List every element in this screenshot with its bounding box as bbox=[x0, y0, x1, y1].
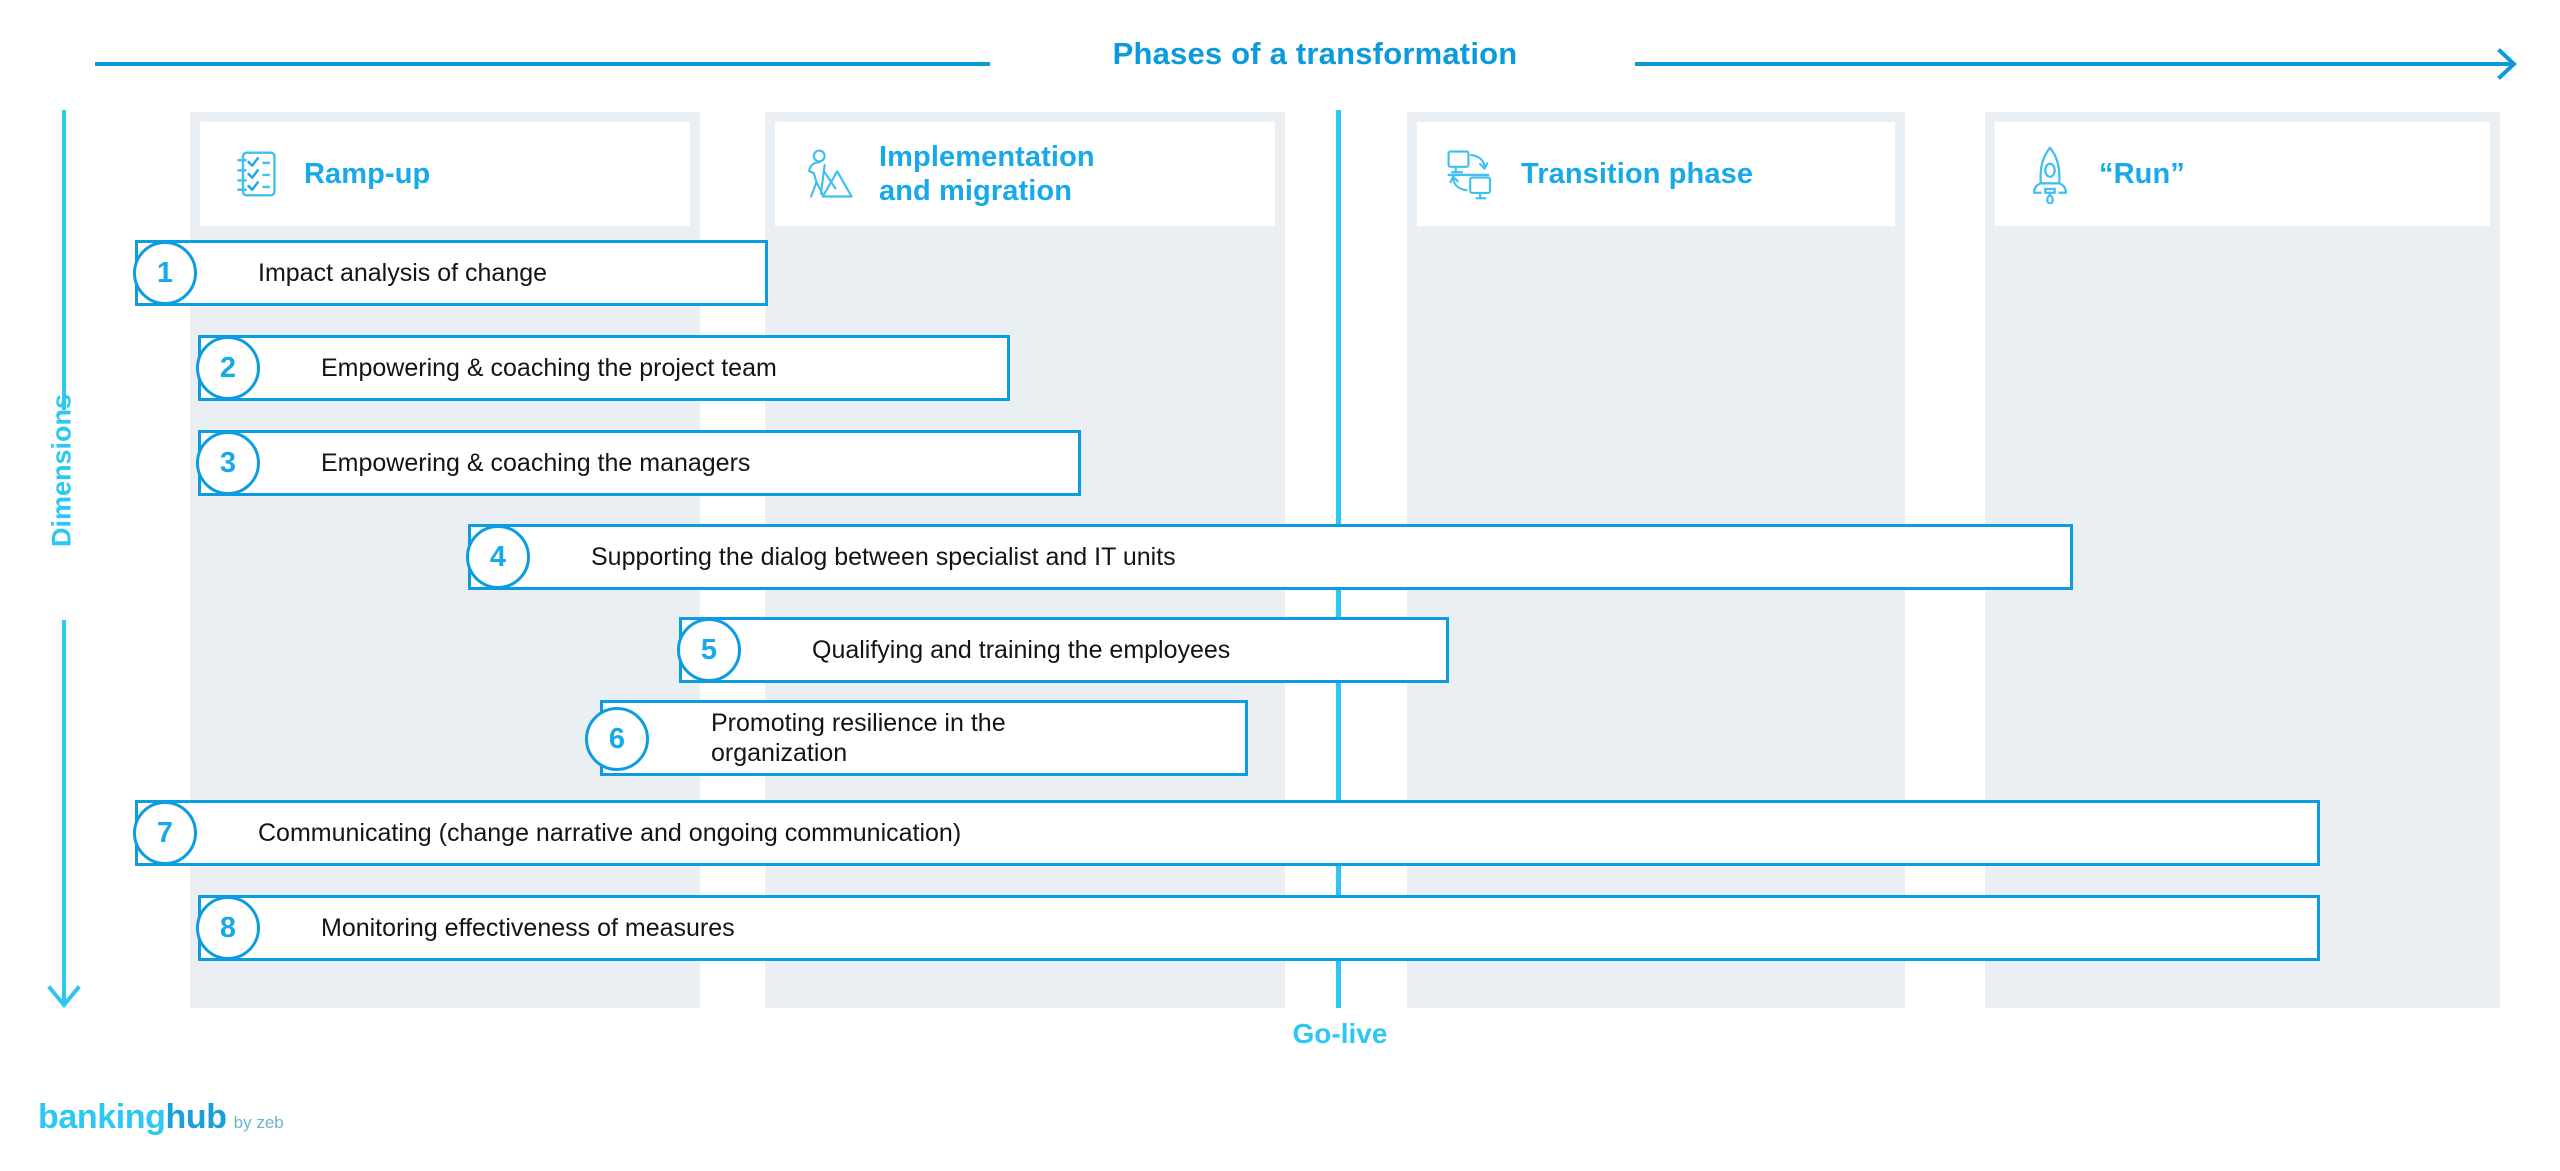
measure-text: Monitoring effectiveness of measures bbox=[321, 913, 735, 942]
dimension-axis-line-bottom bbox=[62, 620, 66, 980]
dimension-axis-line-top bbox=[62, 110, 66, 410]
measure-bar[interactable]: Impact analysis of change bbox=[135, 240, 768, 306]
phase-header-ramp-up[interactable]: Ramp-up bbox=[200, 122, 690, 226]
measure-bar[interactable]: Promoting resilience in the organization bbox=[600, 700, 1248, 776]
measure-text: Qualifying and training the employees bbox=[812, 635, 1231, 664]
arrow-right-icon bbox=[2480, 48, 2517, 80]
measure-text: Communicating (change narrative and ongo… bbox=[258, 818, 962, 847]
measure-text: Supporting the dialog between specialist… bbox=[591, 542, 1176, 571]
checklist-icon bbox=[228, 145, 282, 203]
arrow-down-icon bbox=[47, 960, 81, 1009]
measure-number-badge: 2 bbox=[196, 336, 260, 400]
measure-number-badge: 8 bbox=[196, 896, 260, 960]
logo-part-byzeb: by zeb bbox=[233, 1113, 284, 1132]
measure-text: Promoting resilience in the organization bbox=[711, 708, 1006, 768]
phase-header-transition[interactable]: Transition phase bbox=[1417, 122, 1895, 226]
measure-number-badge: 3 bbox=[196, 431, 260, 495]
diagram-title: Phases of a transformation bbox=[1112, 36, 1518, 71]
measure-bar[interactable]: Monitoring effectiveness of measures bbox=[198, 895, 2320, 961]
rocket-icon bbox=[2023, 145, 2077, 204]
phase-axis-line-left bbox=[95, 62, 990, 66]
measure-bar[interactable]: Empowering & coaching the project team bbox=[198, 335, 1010, 401]
phase-header-implementation[interactable]: Implementation and migration bbox=[775, 122, 1275, 226]
phase-axis-line-right bbox=[1635, 62, 2495, 66]
logo-part-hub: hub bbox=[165, 1098, 228, 1136]
measure-bar[interactable]: Communicating (change narrative and ongo… bbox=[135, 800, 2320, 866]
measure-bar[interactable]: Supporting the dialog between specialist… bbox=[468, 524, 2073, 590]
monitor-migration-icon bbox=[1445, 145, 1499, 203]
measure-text: Empowering & coaching the managers bbox=[321, 448, 751, 477]
logo-part-banking: banking bbox=[38, 1098, 166, 1136]
phase-title: Implementation and migration bbox=[879, 140, 1095, 207]
phase-title: Ramp-up bbox=[304, 157, 431, 190]
hiker-mountain-icon bbox=[803, 145, 857, 203]
go-live-label: Go-live bbox=[1292, 1018, 1388, 1049]
bankinghub-logo[interactable]: banking hub by zeb bbox=[38, 1098, 284, 1137]
measure-number-badge: 5 bbox=[677, 618, 741, 682]
measure-number-badge: 1 bbox=[133, 241, 197, 305]
phase-title: “Run” bbox=[2099, 157, 2185, 190]
measure-text: Impact analysis of change bbox=[258, 258, 548, 287]
measure-number-badge: 4 bbox=[466, 525, 530, 589]
dimensions-label: Dimensions bbox=[46, 393, 77, 548]
phase-title: Transition phase bbox=[1521, 157, 1754, 190]
measure-number-badge: 7 bbox=[133, 801, 197, 865]
measure-bar[interactable]: Qualifying and training the employees bbox=[679, 617, 1449, 683]
measure-bar[interactable]: Empowering & coaching the managers bbox=[198, 430, 1081, 496]
measure-text: Empowering & coaching the project team bbox=[321, 353, 777, 382]
measure-number-badge: 6 bbox=[585, 707, 649, 771]
phase-header-run[interactable]: “Run” bbox=[1995, 122, 2490, 226]
